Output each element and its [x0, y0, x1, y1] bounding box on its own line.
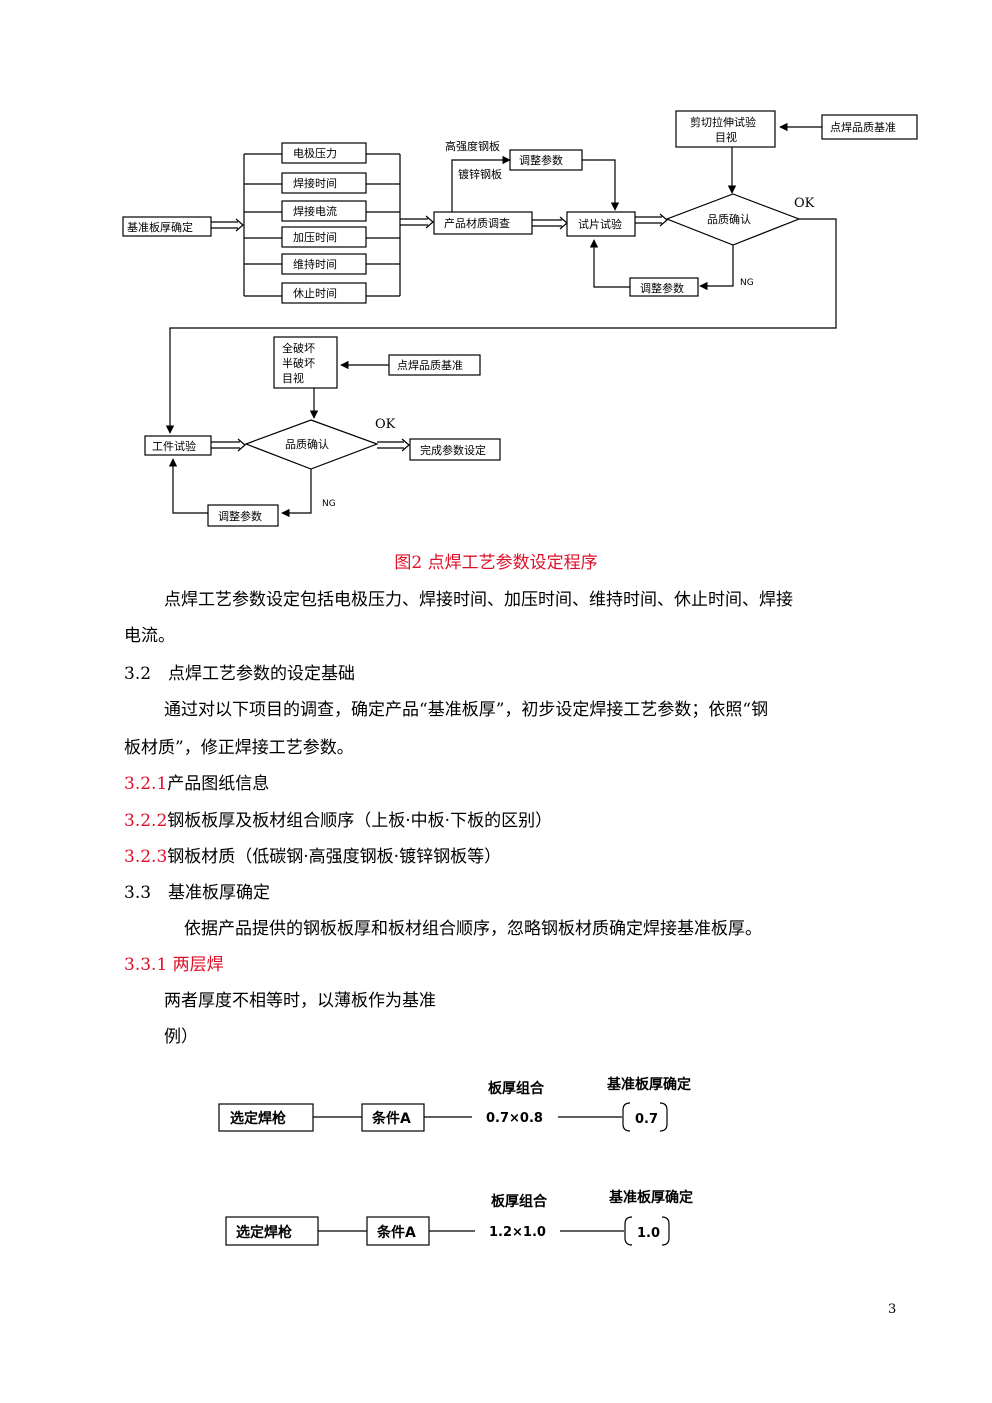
- param-box-pressure: [281, 142, 367, 164]
- galvanized-label: 镀锌钢板: [458, 167, 502, 181]
- quality-confirm-label-top: 品质确认: [707, 213, 751, 226]
- destruct-test-box: [273, 336, 338, 389]
- example-2-combo-label: 板厚组合: [491, 1193, 548, 1210]
- heading-3-2-3-text: 钢板材质（低碳钢·高强度钢板·镀锌钢板等）: [167, 847, 502, 867]
- paragraph-4: 两者厚度不相等时，以薄板作为基准: [164, 991, 436, 1011]
- example-1-gun-label: 选定焊枪: [230, 1110, 286, 1127]
- param-label-off-time: 休止时间: [293, 287, 337, 300]
- workpiece-test-box: [144, 435, 212, 456]
- quality-standard-label-bottom: 点焊品质基准: [397, 358, 463, 372]
- example-2-cond-label: 条件A: [376, 1224, 416, 1241]
- example-2-base-value: 1.0: [637, 1226, 660, 1241]
- example-1-base-label: 基准板厚确定: [607, 1076, 691, 1093]
- workpiece-test-label: 工件试验: [152, 439, 196, 453]
- heading-3-2-2: 3.2.2钢板板厚及板材组合顺序（上板·中板·下板的区别）: [124, 803, 552, 839]
- param-label-current: 焊接电流: [293, 204, 337, 218]
- param-label-squeeze-time: 加压时间: [293, 231, 337, 244]
- coupon-test-label: 试片试验: [578, 217, 622, 231]
- double-arrow: [211, 218, 244, 232]
- adjust-params-label-bottom: 调整参数: [218, 509, 262, 523]
- heading-3-2-3-number: 3.2.3: [124, 847, 168, 867]
- figure-caption: 图2 点焊工艺参数设定程序: [394, 553, 598, 573]
- shear-test-line2: 目视: [715, 130, 737, 144]
- ng-label-top: NG: [740, 278, 754, 288]
- destruct-line3: 目视: [282, 371, 304, 385]
- adjust-params-box-bottom: [207, 504, 279, 527]
- example-1-gun-box: [218, 1103, 314, 1132]
- paragraph-5: 例）: [164, 1027, 198, 1047]
- heading-3-2-2-number: 3.2.2: [124, 811, 168, 831]
- flowchart: 基准板厚确定 电极压力 焊接时间 焊接电流 加压时间 维持时间 休止时间 产品材…: [122, 110, 918, 527]
- param-box-off-time: [281, 282, 367, 304]
- example-1-base-value: 0.7: [635, 1112, 658, 1127]
- paragraph-1-line-1: 点焊工艺参数设定包括电极压力、焊接时间、加压时间、维持时间、休止时间、焊接: [164, 590, 793, 610]
- paragraph-2-line-1: 通过对以下项目的调查，确定产品“基准板厚”，初步设定焊接工艺参数；依照“钢: [164, 700, 769, 720]
- paragraph-3: 依据产品提供的钢板板厚和板材组合顺序，忽略钢板材质确定焊接基准板厚。: [184, 919, 762, 939]
- heading-3-3-1: 3.3.1 两层焊: [124, 955, 224, 975]
- example-2: 板厚组合 基准板厚确定 选定焊枪 条件A 1.2×1.0 1.0: [225, 1189, 693, 1246]
- heading-3-2-2-text: 钢板板厚及板材组合顺序（上板·中板·下板的区别）: [167, 811, 553, 831]
- shear-test-box: [675, 110, 776, 148]
- example-2-gun-label: 选定焊枪: [236, 1224, 292, 1241]
- quality-confirm-label-bottom: 品质确认: [285, 438, 329, 451]
- material-survey-label: 产品材质调查: [444, 216, 510, 230]
- base-thickness-box: [122, 216, 212, 237]
- shear-test-line1: 剪切拉伸试验: [690, 115, 756, 129]
- complete-label: 完成参数设定: [420, 443, 486, 457]
- example-1: 板厚组合 基准板厚确定 选定焊枪 条件A 0.7×0.8 0.7: [218, 1076, 691, 1132]
- example-1-cond-label: 条件A: [371, 1110, 411, 1127]
- example-2-gun-box: [225, 1216, 319, 1246]
- heading-3-2-1: 3.2.1产品图纸信息: [124, 766, 269, 802]
- param-label-pressure: 电极压力: [293, 146, 337, 160]
- example-2-cond-box: [366, 1216, 430, 1246]
- param-label-hold-time: 维持时间: [293, 257, 337, 271]
- example-2-combo-value: 1.2×1.0: [489, 1225, 546, 1240]
- example-1-combo-label: 板厚组合: [488, 1080, 545, 1097]
- ok-label-bottom: OK: [375, 417, 396, 432]
- example-diagram: 板厚组合 基准板厚确定 选定焊枪 条件A 0.7×0.8 0.7 板厚组合 基准…: [218, 1076, 693, 1246]
- paragraph-1-line-2: 电流。: [124, 626, 175, 646]
- ng-label-bottom: NG: [322, 499, 336, 509]
- destruct-line2: 半破坏: [282, 356, 315, 370]
- high-strength-label: 高强度钢板: [445, 139, 500, 153]
- param-box-current: [281, 200, 367, 222]
- page-number: 3: [888, 1302, 897, 1317]
- paragraph-2-line-2: 板材质”，修正焊接工艺参数。: [124, 738, 354, 758]
- adjust-params-label-top: 调整参数: [519, 153, 563, 167]
- heading-3-2-3: 3.2.3钢板材质（低碳钢·高强度钢板·镀锌钢板等）: [124, 839, 501, 875]
- adjust-params-label-mid: 调整参数: [640, 281, 684, 295]
- complete-box: [409, 438, 501, 461]
- heading-3-3: 3.3 基准板厚确定: [124, 883, 271, 903]
- coupon-test-box: [566, 211, 636, 237]
- example-1-combo-value: 0.7×0.8: [486, 1111, 543, 1126]
- example-2-base-label: 基准板厚确定: [609, 1189, 693, 1206]
- destruct-line1: 全破坏: [282, 341, 315, 355]
- heading-3-2-1-text: 产品图纸信息: [167, 774, 270, 794]
- quality-standard-label-top: 点焊品质基准: [830, 120, 896, 134]
- param-box-weld-time: [281, 172, 367, 194]
- ok-label-top: OK: [794, 196, 815, 211]
- base-thickness-label: 基准板厚确定: [127, 220, 193, 234]
- heading-3-2-1-number: 3.2.1: [124, 774, 168, 794]
- material-survey-box: [433, 211, 533, 235]
- heading-3-2: 3.2 点焊工艺参数的设定基础: [124, 664, 356, 684]
- param-label-weld-time: 焊接时间: [293, 176, 337, 190]
- param-box-squeeze-time: [281, 226, 367, 248]
